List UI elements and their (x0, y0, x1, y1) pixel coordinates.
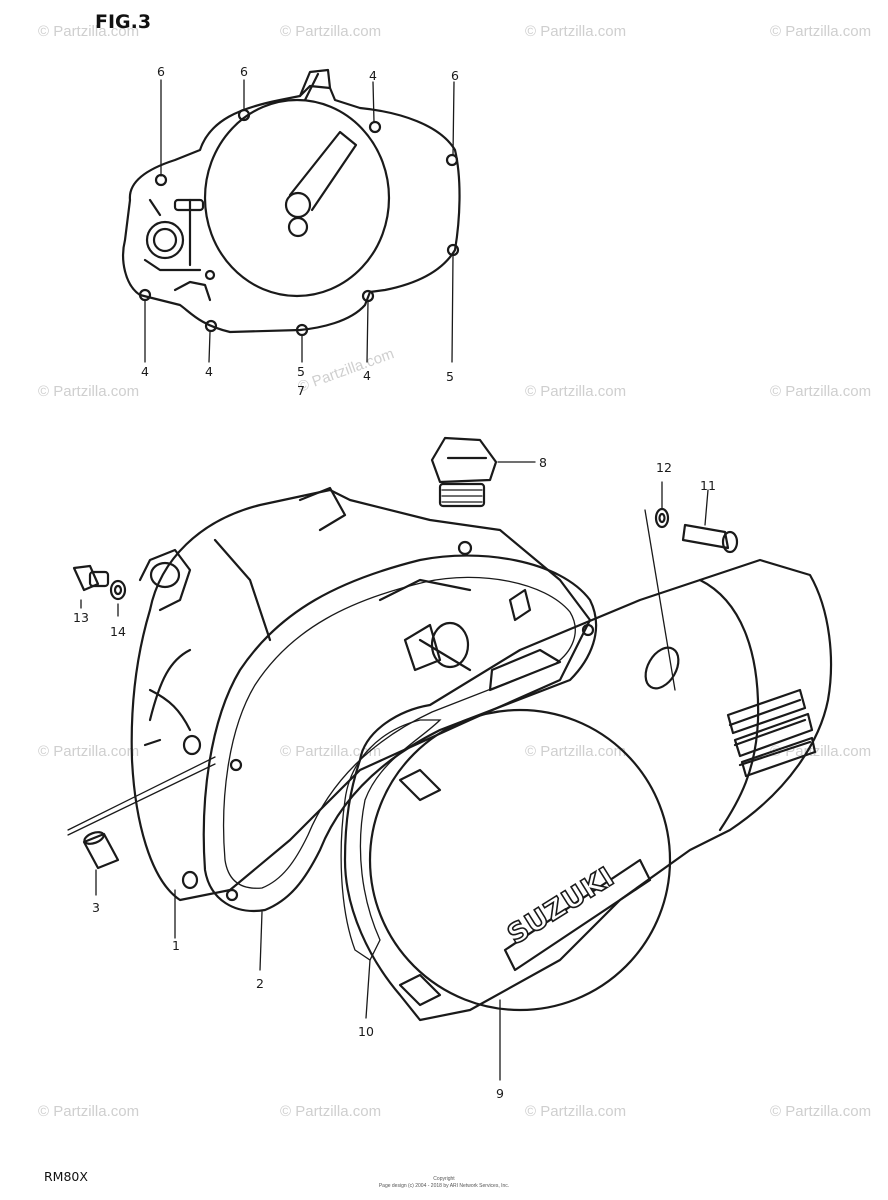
watermark: © Partzilla.com (525, 383, 626, 400)
callout-number: 4 (141, 364, 149, 379)
callout-number: 1 (172, 938, 180, 953)
brand-marking: SUZUKI (502, 861, 620, 951)
watermark: © Partzilla.com (38, 383, 139, 400)
callout-number: 11 (700, 478, 716, 493)
callout-number: 8 (539, 455, 547, 470)
callout-number: 4 (205, 364, 213, 379)
watermark: © Partzilla.com (280, 743, 381, 760)
callout-number: 10 (358, 1024, 374, 1039)
copyright-line: Copyright (433, 1176, 455, 1182)
callout-number: 2 (256, 976, 264, 991)
watermark-layer: © Partzilla.com © Partzilla.com © Partzi… (38, 23, 871, 1120)
exploded-view-drawing: SUZUKI (67, 436, 833, 1081)
top-cover-drawing (122, 68, 461, 363)
watermark: © Partzilla.com (525, 23, 626, 40)
callout-number: 4 (363, 368, 371, 383)
callout-number: 6 (240, 64, 248, 79)
watermark: © Partzilla.com (280, 1103, 381, 1120)
callout-number: 4 (369, 68, 377, 83)
callout-number: 7 (297, 383, 305, 398)
callout-number: 5 (297, 364, 305, 379)
callout-number: 6 (451, 68, 459, 83)
watermark: © Partzilla.com (525, 743, 626, 760)
watermark: © Partzilla.com (38, 1103, 139, 1120)
watermark: © Partzilla.com (770, 23, 871, 40)
bottom-callouts: 8 12 11 13 14 3 1 2 10 9 (73, 455, 716, 1101)
watermark: © Partzilla.com (525, 1103, 626, 1120)
top-callouts: 6 6 4 6 4 4 5 4 5 7 (141, 64, 459, 398)
callout-number: 12 (656, 460, 672, 475)
callout-number: 13 (73, 610, 89, 625)
watermark: © Partzilla.com (38, 23, 139, 40)
model-code: RM80X (44, 1169, 88, 1184)
callout-number: 5 (446, 369, 454, 384)
watermark: © Partzilla.com (770, 743, 871, 760)
watermark: © Partzilla.com (296, 345, 397, 396)
copyright-line: Page design (c) 2004 - 2018 by ARI Netwo… (379, 1183, 509, 1189)
watermark: © Partzilla.com (770, 383, 871, 400)
callout-number: 9 (496, 1086, 504, 1101)
watermark: © Partzilla.com (280, 23, 381, 40)
callout-number: 14 (110, 624, 126, 639)
callout-number: 6 (157, 64, 165, 79)
figure-title: FIG.3 (95, 11, 151, 33)
watermark: © Partzilla.com (770, 1103, 871, 1120)
watermark: © Partzilla.com (38, 743, 139, 760)
callout-number: 3 (92, 900, 100, 915)
